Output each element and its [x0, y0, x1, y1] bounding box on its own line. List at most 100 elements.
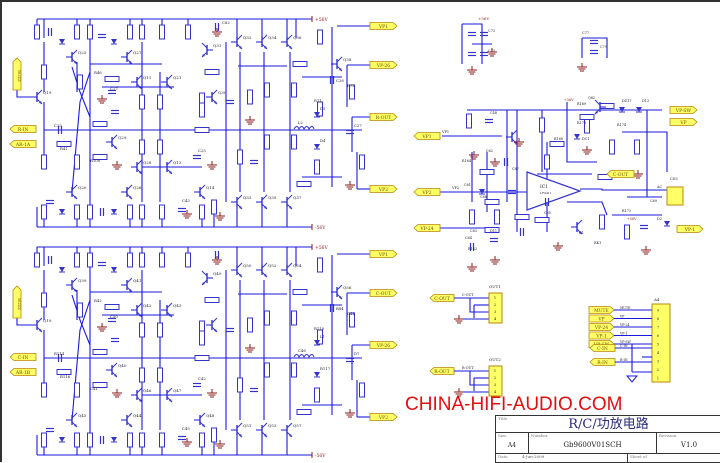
component-label: D13 [642, 99, 649, 103]
resistor [349, 312, 355, 328]
transistor [281, 194, 293, 210]
transistor [281, 422, 293, 438]
connector-title: OUT2 [489, 357, 501, 362]
resistor [634, 139, 640, 155]
ground-icon [345, 181, 355, 190]
port-shape [369, 341, 398, 349]
ground-icon [345, 409, 355, 418]
resistor [359, 382, 365, 398]
resistor [159, 24, 165, 40]
capacitor [490, 237, 498, 243]
transistor-collector [136, 159, 143, 166]
capacitor [98, 33, 106, 39]
wire [582, 37, 608, 58]
emitter-arrow [74, 289, 77, 292]
component-label: R174 [617, 123, 626, 127]
resistor [204, 297, 220, 303]
port-shape [588, 306, 615, 314]
transistor [121, 184, 133, 200]
resistor [77, 74, 83, 90]
resistor [237, 149, 243, 165]
port-label: VP2 [413, 188, 441, 196]
transistor-collector [136, 302, 143, 309]
port-text: VP-1 [684, 227, 696, 233]
port-shape [369, 413, 398, 421]
resistor [211, 199, 217, 215]
resistor [139, 322, 145, 338]
transistor [571, 219, 583, 235]
inductor [293, 126, 315, 131]
resistor [579, 114, 595, 120]
resistor [41, 382, 47, 398]
transistor-collector [126, 277, 133, 284]
ground-icon [245, 116, 255, 125]
connector-body [488, 292, 503, 324]
resistor [87, 204, 93, 220]
port-shape [369, 250, 398, 258]
resistor [159, 204, 165, 220]
port-text: VP1 [378, 252, 388, 258]
transistor [194, 184, 206, 200]
transistor-collector [286, 34, 293, 41]
resistor [139, 94, 145, 110]
transistor-label: Q20 [78, 185, 87, 190]
ground-icon [641, 246, 651, 255]
transistor-collector [126, 49, 133, 56]
resistor [34, 252, 40, 268]
emitter-arrow [114, 374, 117, 377]
transistor [66, 184, 78, 200]
transistor-label: Q38 [343, 57, 352, 62]
port-label: AR-1B [9, 368, 37, 376]
transistor [121, 412, 133, 428]
port-label: VP2 [369, 185, 398, 193]
port-text: BUZZ [17, 70, 22, 82]
date-label: Date [498, 454, 508, 459]
resistor [74, 432, 80, 448]
number-value: Gb9600V01SCH [563, 441, 622, 449]
emitter-arrow [214, 101, 217, 104]
transistor-label: Q41 [133, 278, 141, 283]
emitter-arrow [129, 424, 132, 427]
port-label: C-OUT [369, 289, 398, 297]
component-label: C65 [544, 211, 551, 215]
size-value: A4 [507, 442, 517, 449]
supply-pos-label: +56V [315, 17, 328, 23]
emitter-arrow [129, 61, 132, 64]
transistor-label: Q46 [143, 388, 152, 393]
resistor [291, 362, 297, 378]
transistor-label: Q28 [143, 160, 152, 165]
emitter-arrow [264, 46, 267, 49]
port-text: BUZZ [17, 298, 22, 310]
watermark: CHINA-HIFI-AUDIO.COM [405, 394, 623, 415]
resistor [194, 127, 210, 133]
emitter-arrow [264, 206, 267, 209]
resistor [514, 214, 530, 220]
resistor [139, 204, 145, 220]
component-label: Q82 [588, 96, 595, 100]
transistor [201, 42, 213, 58]
transistor-label: Q49 [213, 271, 222, 276]
transistor [161, 302, 173, 318]
emitter-arrow [264, 274, 267, 277]
transistor [131, 387, 143, 403]
part-label: C42 [198, 376, 206, 381]
capacitor [193, 154, 201, 160]
transistor [66, 412, 78, 428]
emitter-arrow [39, 329, 42, 332]
capacitor [47, 256, 53, 264]
resistor [104, 76, 120, 82]
diode [59, 209, 65, 214]
transistor-label: Q14 [206, 185, 215, 190]
transistor [594, 99, 606, 115]
port-text: VP-24 [419, 226, 433, 232]
transistor [31, 89, 43, 105]
diode [314, 340, 320, 345]
ground-icon [215, 440, 225, 449]
pin-number: 2 [657, 368, 659, 372]
net-label: MUTE [620, 306, 631, 310]
transistor-label: Q45 [78, 413, 87, 418]
ground-icon [245, 344, 255, 353]
capacitor [57, 126, 63, 134]
part-label: D5 [320, 106, 326, 111]
